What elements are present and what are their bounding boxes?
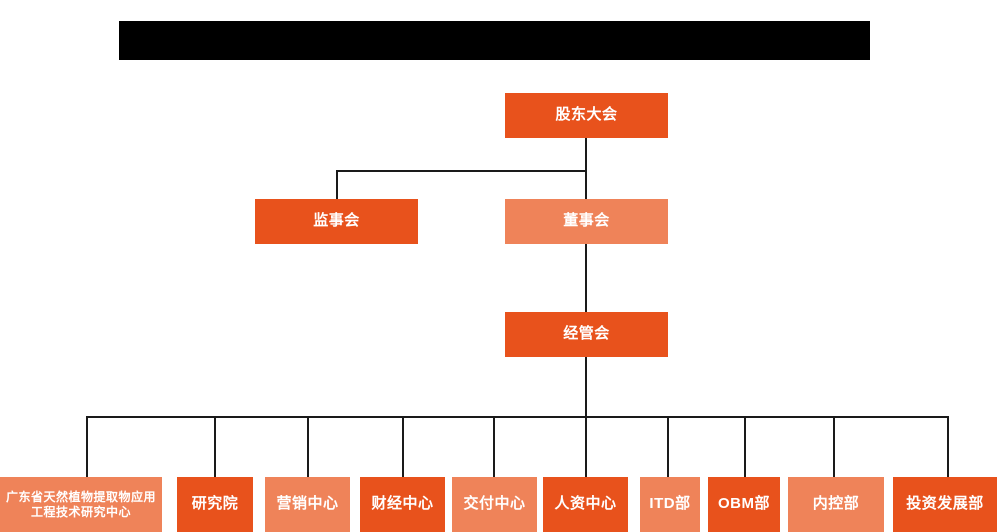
node-shareholders-meeting[interactable]: 股东大会	[505, 93, 668, 138]
connector-to-marketing	[307, 416, 309, 478]
node-itd-department[interactable]: ITD部	[640, 477, 700, 532]
connector-to-investment	[947, 416, 949, 478]
node-label-research-center: 广东省天然植物提取物应用工程技术研究中心	[5, 489, 156, 519]
node-internal-control-department[interactable]: 内控部	[788, 477, 884, 532]
title-bar-label	[119, 21, 870, 60]
node-label-board-of-directors: 董事会	[563, 212, 610, 230]
connector-level3-bus	[86, 416, 948, 418]
node-marketing-center[interactable]: 营销中心	[265, 477, 350, 532]
node-board-of-directors[interactable]: 董事会	[505, 199, 668, 244]
connector-to-hr	[585, 416, 587, 478]
node-institute[interactable]: 研究院	[177, 477, 253, 532]
node-research-center[interactable]: 广东省天然植物提取物应用工程技术研究中心	[0, 477, 162, 532]
node-label-internal-control-department: 内控部	[812, 495, 860, 513]
node-investment-development-department[interactable]: 投资发展部	[893, 477, 997, 532]
connector-to-itd	[667, 416, 669, 478]
title-bar	[119, 21, 870, 60]
connector-to-directors	[585, 170, 587, 200]
connector-to-obm	[744, 416, 746, 478]
node-label-finance-center: 财经中心	[371, 495, 434, 513]
node-label-marketing-center: 营销中心	[276, 495, 339, 513]
node-label-itd-department: ITD部	[649, 495, 691, 513]
connector-shareholders-down	[585, 138, 587, 172]
connector-to-delivery	[493, 416, 495, 478]
connector-to-institute	[214, 416, 216, 478]
connector-management-down	[585, 357, 587, 418]
node-obm-department[interactable]: OBM部	[708, 477, 780, 532]
connector-to-supervisors	[336, 170, 338, 200]
connector-to-finance	[402, 416, 404, 478]
node-label-investment-development-department: 投资发展部	[906, 495, 984, 513]
node-delivery-center[interactable]: 交付中心	[452, 477, 537, 532]
node-label-obm-department: OBM部	[718, 495, 770, 513]
node-label-shareholders-meeting: 股东大会	[555, 106, 618, 124]
connector-to-internal-control	[833, 416, 835, 478]
node-hr-center[interactable]: 人资中心	[543, 477, 628, 532]
node-board-of-supervisors[interactable]: 监事会	[255, 199, 418, 244]
node-label-delivery-center: 交付中心	[463, 495, 526, 513]
connector-to-research-center	[86, 416, 88, 478]
connector-level1-bus	[336, 170, 587, 172]
node-label-management-committee: 经管会	[563, 325, 610, 343]
node-finance-center[interactable]: 财经中心	[360, 477, 445, 532]
node-label-institute: 研究院	[191, 495, 239, 513]
node-label-board-of-supervisors: 监事会	[313, 212, 360, 230]
node-label-hr-center: 人资中心	[554, 495, 617, 513]
node-management-committee[interactable]: 经管会	[505, 312, 668, 357]
connector-directors-to-management	[585, 244, 587, 313]
